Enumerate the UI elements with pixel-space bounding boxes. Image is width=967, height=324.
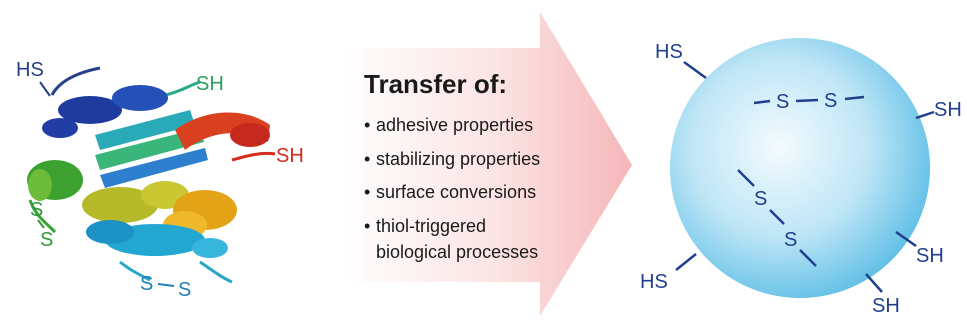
protein-helix: [58, 96, 122, 124]
particle-ss-bond: [769, 209, 785, 225]
particle-bond-line: [865, 273, 883, 293]
protein-loop: [231, 151, 276, 162]
particle-ss-bond: [737, 169, 755, 187]
protein-loop: [119, 260, 151, 282]
protein-sheet: [95, 128, 204, 170]
transfer-arrow: [340, 12, 632, 316]
protein-helix: [230, 123, 270, 147]
particle-ss-bond: [753, 99, 771, 105]
protein-helix: [175, 112, 270, 150]
particle-ss-top-s2: S: [824, 90, 837, 112]
arrow-item-thiol-line2: biological processes: [376, 242, 538, 262]
protein-structure: [27, 66, 276, 284]
protein-s-left-2: S: [40, 229, 53, 251]
protein-loop: [50, 66, 101, 96]
protein-loop: [28, 199, 57, 234]
particle-ss-bond: [795, 98, 819, 103]
protein-s-bottom-2: S: [178, 279, 191, 301]
particle-sphere: [670, 38, 930, 298]
particle-ss-bond: [844, 95, 865, 101]
particle-ss-top-s1: S: [776, 91, 789, 113]
protein-loop: [199, 260, 233, 284]
particle-hs-bottom-left: HS: [640, 271, 668, 293]
arrow-item-adhesive: adhesive properties: [376, 115, 533, 135]
protein-helix: [112, 85, 168, 111]
protein-helix: [192, 238, 228, 258]
protein-sheet: [100, 148, 208, 188]
particle-bond-line: [683, 60, 707, 80]
arrow-item-stabilizing: stabilizing properties: [376, 149, 540, 169]
protein-sh-red-label: SH: [276, 145, 304, 167]
arrow-bullet: •: [364, 216, 370, 236]
protein-loop: [164, 80, 201, 97]
arrow-title: Transfer of:: [364, 69, 507, 99]
protein-helix: [86, 220, 134, 244]
protein-helix: [42, 118, 78, 138]
protein-ss-bond: [37, 219, 45, 229]
arrow-bullet: •: [364, 182, 370, 202]
arrow-item-thiol: thiol-triggered: [376, 216, 486, 236]
arrow-item-surface: surface conversions: [376, 182, 536, 202]
protein-sheet: [95, 110, 195, 150]
protein-s-left-1: S: [30, 199, 43, 221]
particle-bond-line: [675, 253, 697, 271]
particle-ss-diag-s1: S: [754, 188, 767, 210]
particle-sh-right-lower: SH: [916, 245, 944, 267]
particle-bond-line: [895, 230, 917, 248]
arrow-bullet: •: [364, 115, 370, 135]
particle-sh-bottom-right: SH: [872, 295, 900, 317]
particle-ss-diag-s2: S: [784, 229, 797, 251]
protein-sh-green-label: SH: [196, 73, 224, 95]
arrow-bullet: •: [364, 149, 370, 169]
particle-bond-line: [915, 110, 935, 120]
protein-bond-line: [39, 81, 51, 97]
protein-helix: [28, 169, 52, 201]
particle-hs-top-left: HS: [655, 41, 683, 63]
particle-sh-right-upper: SH: [934, 99, 962, 121]
protein-helix: [82, 187, 158, 223]
particle-ss-bond: [799, 249, 817, 267]
protein-hs-label: HS: [16, 59, 44, 81]
protein-ss-bond: [157, 283, 175, 287]
protein-s-bottom-1: S: [140, 273, 153, 295]
